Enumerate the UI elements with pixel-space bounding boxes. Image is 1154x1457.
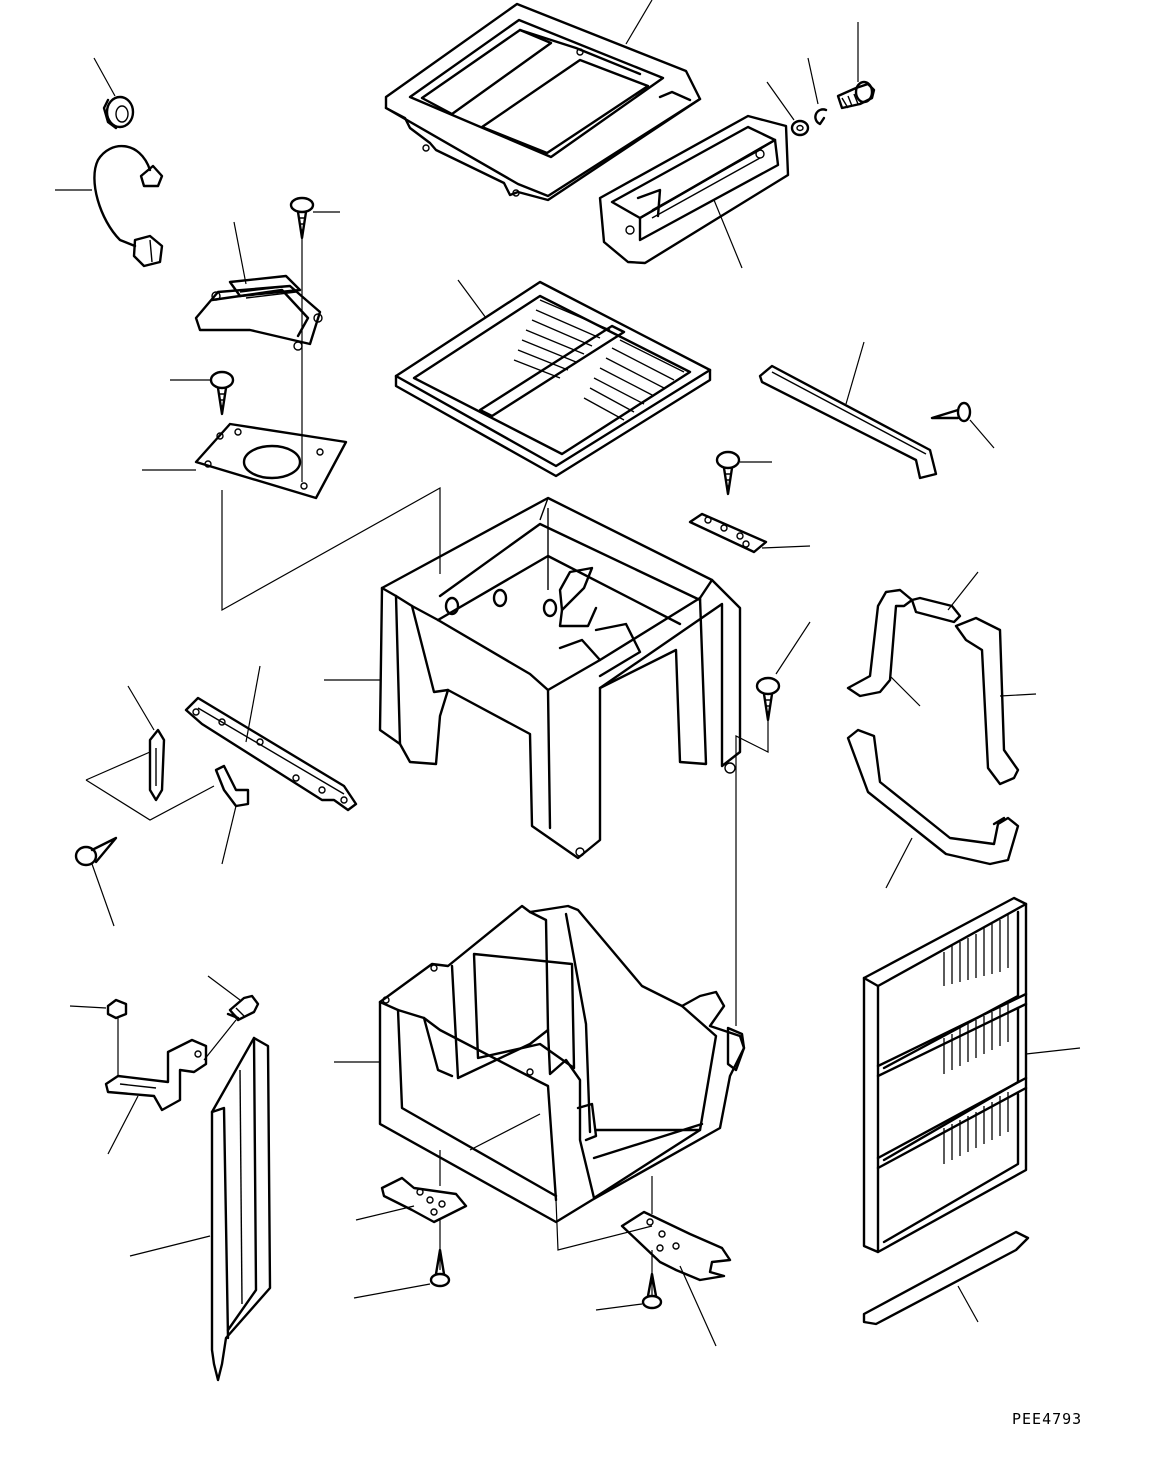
side-strip-part xyxy=(758,364,938,480)
filter-element-leader xyxy=(1025,1047,1081,1055)
duct-bracket-part xyxy=(598,114,790,265)
duct-bracket-leader xyxy=(713,199,743,269)
screw-part-3 xyxy=(930,401,972,423)
lower-case-part xyxy=(378,904,746,1224)
lower-case-leader-2 xyxy=(469,1113,541,1151)
screw-leader-3 xyxy=(969,419,995,449)
bolt-part xyxy=(836,80,876,110)
top-frame-part xyxy=(384,2,702,202)
screw-part-1 xyxy=(289,196,315,240)
top-frame-leader xyxy=(625,0,653,45)
mount-plate-part xyxy=(194,422,348,500)
screw-part-2 xyxy=(209,370,235,416)
snap-ring-leader xyxy=(807,57,819,105)
mount-guide xyxy=(221,486,441,612)
l-bracket-part xyxy=(104,1038,208,1112)
bracket-plate-leader xyxy=(761,545,811,549)
bolt-leader-2 xyxy=(207,975,241,1001)
bolt-guide-2 xyxy=(203,1019,237,1061)
filter-frame-leader xyxy=(457,279,487,319)
foot-bracket-leader-2 xyxy=(679,1265,717,1347)
seal-strip-leader xyxy=(957,1285,979,1323)
flange-nut-leader xyxy=(69,1005,107,1009)
screw-leader-5 xyxy=(775,621,811,675)
screw-part-6 xyxy=(74,836,118,867)
screw-part-5 xyxy=(755,676,781,722)
clip-leader-1 xyxy=(127,685,155,731)
hose-leader-2 xyxy=(889,675,921,707)
wire-harness-part xyxy=(93,145,164,268)
hose-leader-1 xyxy=(947,571,979,611)
filter-frame-part xyxy=(394,280,712,478)
bracket-plate-part xyxy=(688,512,768,554)
foot-bracket-leader-1 xyxy=(355,1205,415,1221)
side-panel-part xyxy=(210,1036,272,1382)
seal-strip-part xyxy=(862,1230,1030,1326)
clip-part-1 xyxy=(148,728,166,802)
screw-leader-6 xyxy=(91,863,115,927)
control-unit-part xyxy=(194,274,323,351)
screw-part-7 xyxy=(429,1248,451,1288)
grommet-leader xyxy=(93,57,116,97)
side-bracket-leader xyxy=(245,665,261,743)
grommet-part xyxy=(102,95,135,130)
screw-part-8 xyxy=(641,1272,663,1310)
snap-ring-part xyxy=(814,108,828,126)
clip-guide xyxy=(85,751,215,821)
clip-leader-2 xyxy=(221,805,237,865)
upper-case-part xyxy=(378,496,742,860)
bolt-part-2 xyxy=(226,994,260,1022)
hose-leader-4 xyxy=(885,837,913,889)
foot-bracket-part-2 xyxy=(620,1210,732,1282)
filter-element-part xyxy=(862,896,1028,1254)
clip-part-2 xyxy=(214,764,250,808)
foot-bracket-join xyxy=(555,1199,653,1251)
hose-set-part xyxy=(846,588,1020,866)
l-bracket-leader xyxy=(107,1095,139,1155)
side-bracket-part xyxy=(184,696,358,812)
foot-bracket-part-1 xyxy=(380,1176,468,1224)
screw-leader-7 xyxy=(353,1283,431,1299)
drawing-code: PEE4793 xyxy=(1012,1410,1083,1428)
control-unit-leader xyxy=(233,221,247,285)
washer-leader xyxy=(766,81,795,121)
screw-leader-8 xyxy=(595,1303,643,1311)
side-panel-leader xyxy=(129,1235,211,1257)
washer-part xyxy=(790,119,810,137)
screw-part-4 xyxy=(715,450,741,496)
hose-leader-3 xyxy=(999,693,1037,697)
screw-guide-5 xyxy=(735,720,769,1026)
flange-nut-part xyxy=(106,998,128,1020)
side-strip-leader xyxy=(845,341,865,405)
